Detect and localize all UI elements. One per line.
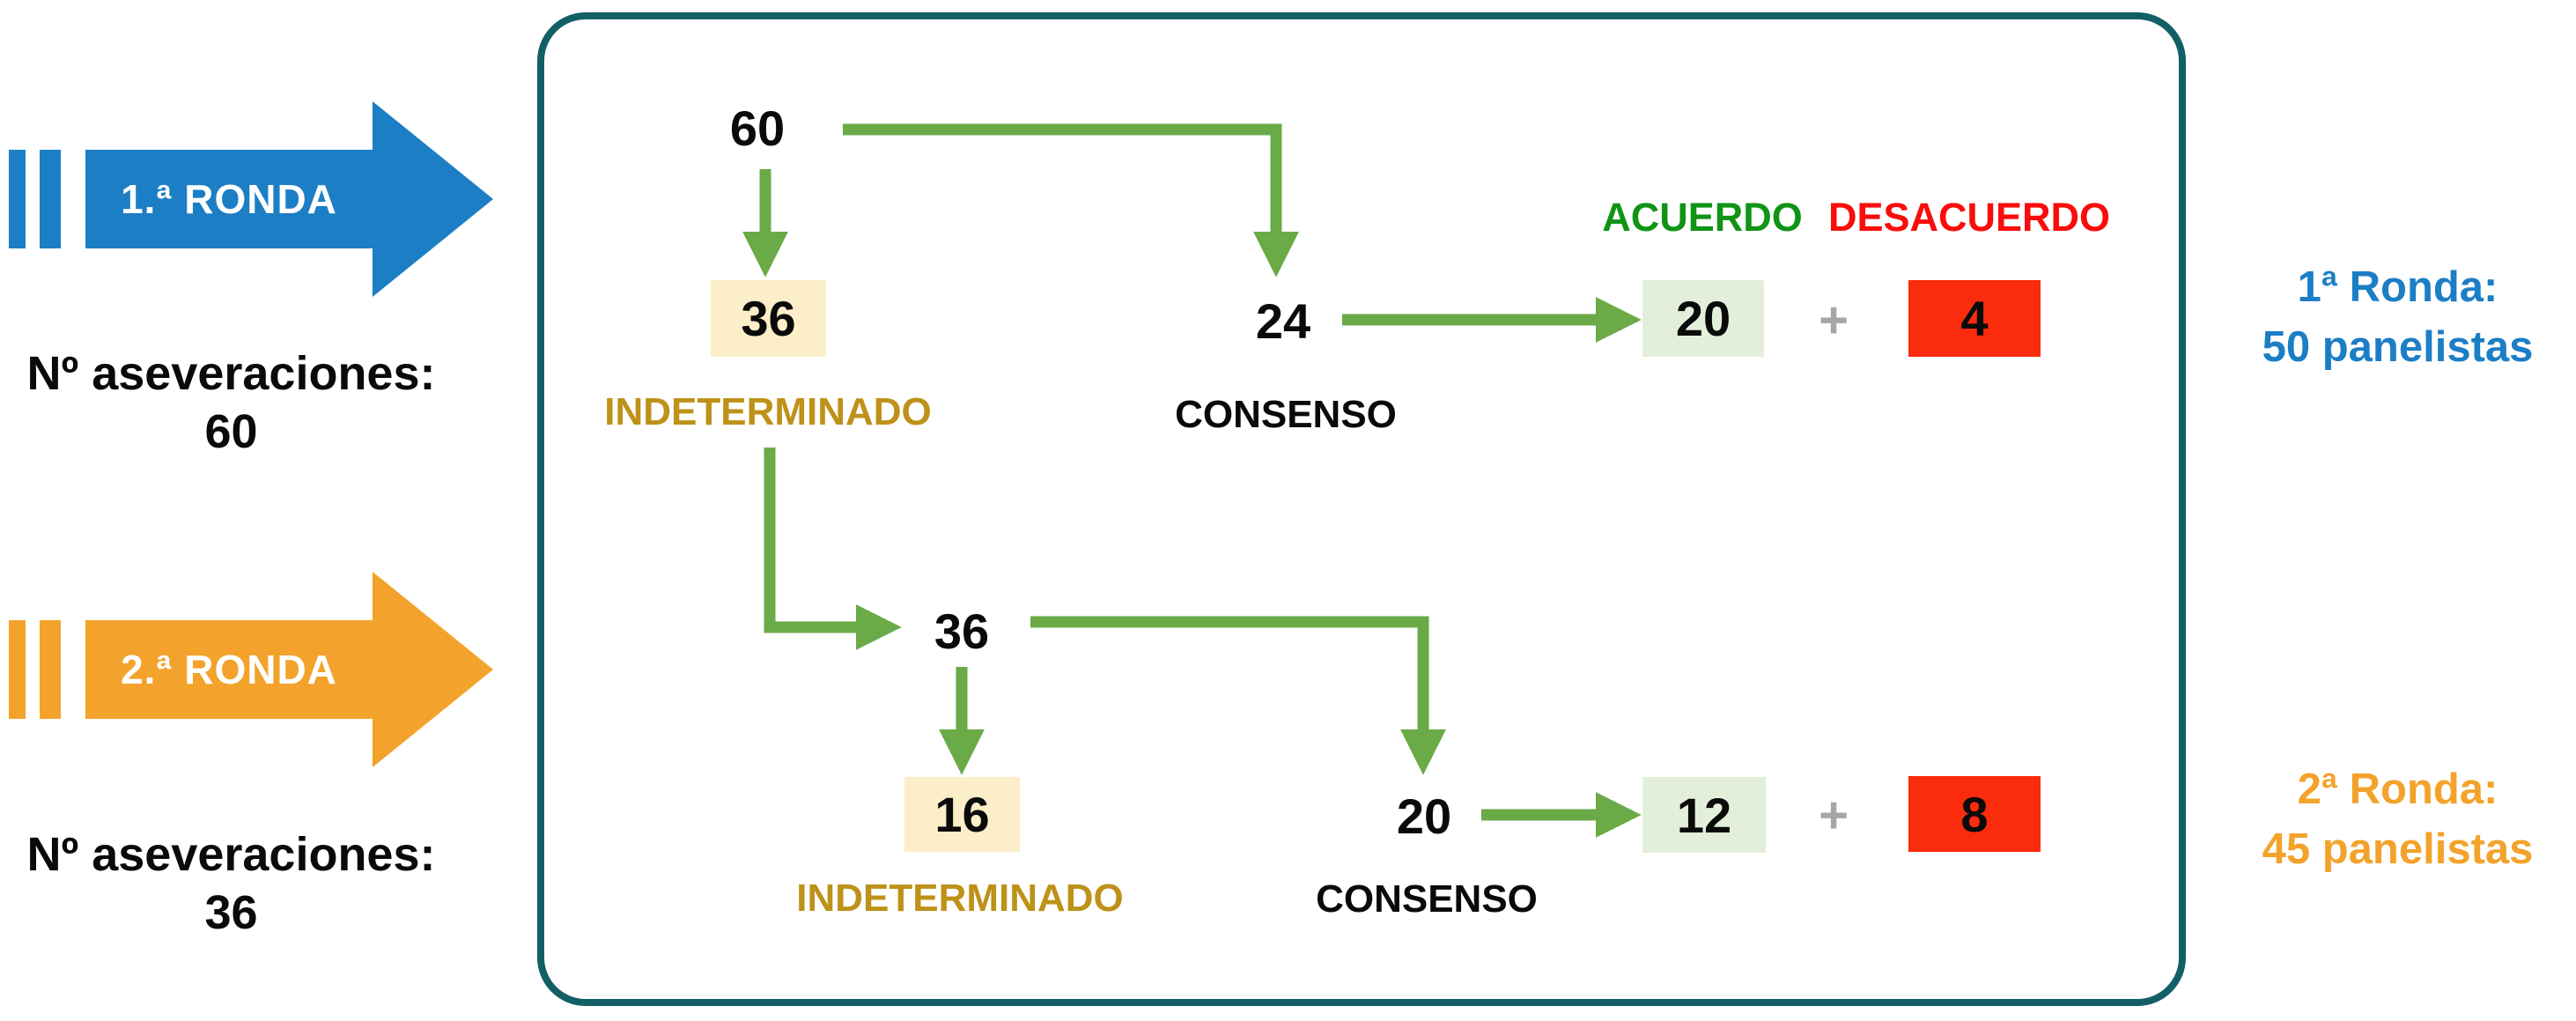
round1-arrow-stripe-2 — [40, 150, 61, 248]
connector-indeterminado-to-36-icon — [764, 448, 902, 650]
diagram-frame — [537, 12, 2186, 1006]
round2-assertions-caption-line2: 36 — [204, 885, 258, 939]
round2-arrow-head-icon — [373, 572, 493, 767]
round1-consensus-label: CONSENSO — [1175, 393, 1397, 436]
round1-panelists-label: 1ª Ronda: 50 panelistas — [2219, 258, 2576, 377]
round2-consensus-label: CONSENSO — [1316, 877, 1538, 921]
round1-arrow-stripe-1 — [9, 150, 26, 248]
connector-36-to-20-icon — [1030, 616, 1446, 775]
round1-arrow-label: 1.ª RONDA — [121, 176, 337, 222]
round1-agreement-box: 20 — [1642, 280, 1764, 357]
round1-disagreement-box: 4 — [1908, 280, 2041, 357]
round2-start-value: 36 — [934, 603, 990, 659]
round1-panelists-line1: 1ª Ronda: — [2297, 263, 2498, 311]
round2-arrow-stripe-2 — [40, 620, 61, 719]
round2-panelists-line1: 2ª Ronda: — [2297, 766, 2498, 813]
round1-arrow-shaft — [85, 150, 373, 248]
round2-assertions-caption: Nº aseveraciones: 36 — [0, 826, 462, 943]
connector-60-to-24-icon — [843, 123, 1299, 277]
round1-arrow-head-icon — [373, 101, 493, 297]
round2-assertions-caption-line1: Nº aseveraciones: — [26, 828, 436, 881]
round1-indeterminate-box: 36 — [711, 280, 826, 357]
round2-consensus-value: 20 — [1396, 788, 1452, 844]
round2-arrow-stripe-1 — [9, 620, 26, 719]
round2-disagreement-box: 8 — [1908, 776, 2041, 852]
round2-plus-sign: + — [1819, 786, 1849, 844]
round2-agreement-box: 12 — [1642, 777, 1766, 853]
round2-indeterminate-box: 16 — [904, 777, 1020, 852]
round2-arrow-label: 2.ª RONDA — [121, 647, 337, 692]
round2-panelists-line2: 45 panelistas — [2262, 825, 2534, 873]
round2-panelists-label: 2ª Ronda: 45 panelistas — [2219, 760, 2576, 879]
round1-assertions-caption-line2: 60 — [204, 404, 258, 458]
round1-indeterminate-label: INDETERMINADO — [604, 390, 932, 433]
round2-arrow-shaft — [85, 620, 373, 719]
agreement-header: ACUERDO — [1602, 195, 1803, 240]
round1-panelists-line2: 50 panelistas — [2262, 322, 2534, 371]
disagreement-header: DESACUERDO — [1828, 195, 2111, 240]
round1-consensus-value: 24 — [1255, 292, 1311, 349]
round2-indeterminate-label: INDETERMINADO — [796, 877, 1124, 920]
round1-plus-sign: + — [1819, 291, 1849, 349]
round1-assertions-caption: Nº aseveraciones: 60 — [0, 345, 462, 462]
round1-assertions-caption-line1: Nº aseveraciones: — [26, 347, 436, 400]
round1-start-value: 60 — [729, 100, 786, 156]
